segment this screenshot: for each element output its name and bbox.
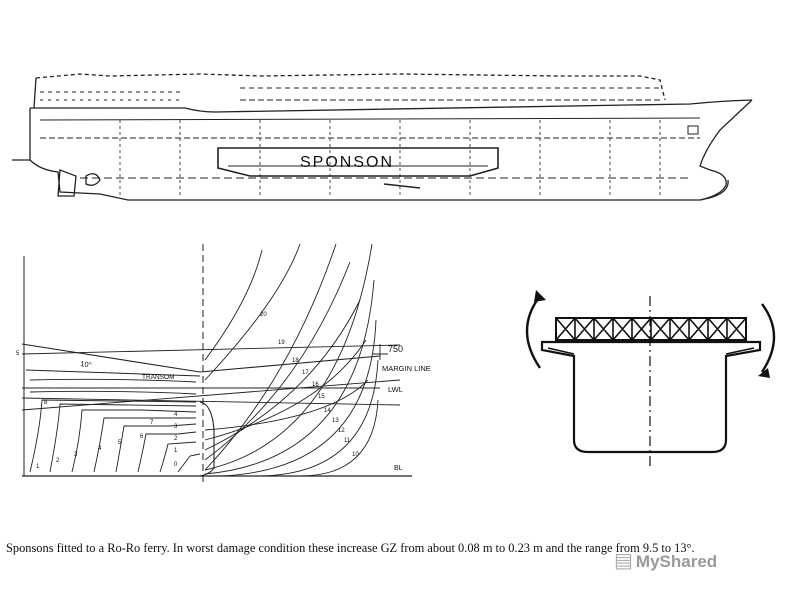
section-number: 11	[344, 438, 351, 444]
figure-caption: Sponsons fitted to a Ro-Ro ferry. In wor…	[6, 541, 695, 555]
station-label: 4	[98, 446, 102, 452]
station-label: 1	[36, 464, 40, 470]
left-section-numbers: 5 4 3 2 1 0	[16, 351, 178, 468]
angle-label: 10°	[80, 359, 92, 369]
sponson-left	[547, 347, 575, 355]
aft-bilge	[199, 401, 215, 477]
left-station-labels: 1 2 3 4 5 6 7 8	[36, 400, 154, 470]
body-plan	[21, 243, 412, 482]
main-deck-line	[30, 99, 753, 113]
hull-outline	[29, 99, 753, 201]
heel-line-2	[21, 397, 401, 406]
section-number: 14	[324, 408, 331, 414]
station-label: 5	[118, 440, 122, 446]
dimension-arrow	[372, 344, 388, 360]
roll-arrow-right	[761, 303, 776, 373]
roll-arrow-left-head	[534, 290, 546, 302]
lwl-label: LWL	[388, 385, 403, 394]
deck-with-sponsons	[540, 340, 762, 454]
section-number: 10	[352, 452, 359, 458]
roll-arrow-right-head	[758, 368, 770, 378]
section-number: 17	[302, 370, 309, 376]
section-number: 2	[174, 436, 178, 442]
station-label: 6	[140, 434, 144, 440]
bow-door	[687, 125, 699, 135]
ship-profile	[12, 73, 753, 201]
section-number: 19	[278, 340, 285, 346]
presentation-board-icon: ▤	[614, 550, 633, 572]
station-label: 2	[56, 458, 60, 464]
station-label: 8	[44, 400, 48, 406]
section-number: 15	[318, 394, 325, 400]
section-number: 12	[338, 428, 345, 434]
bulkheads	[119, 120, 661, 198]
section-number: 20	[260, 312, 267, 318]
section-number: 3	[174, 424, 178, 430]
transom-line	[25, 369, 201, 377]
sponson-taper	[383, 183, 421, 189]
superstructure-lower	[33, 77, 37, 109]
internal-deck-1	[39, 117, 701, 121]
section-number: 18	[292, 358, 299, 364]
dimension-label: 750	[388, 344, 403, 354]
margin-line	[21, 343, 381, 373]
propeller	[85, 173, 101, 186]
bl-label: BL	[394, 465, 403, 472]
section-number: 16	[312, 382, 319, 388]
superstructure-outline	[35, 73, 666, 101]
watermark-text: MyShared	[635, 552, 718, 571]
section-number: 1	[174, 448, 178, 454]
bulbous-bow	[699, 179, 729, 201]
sponson-box	[217, 147, 499, 177]
transom-label: TRANSOM	[142, 374, 175, 381]
right-section-numbers: 20 19 18 17 16 15 14 13 12 11 10	[260, 312, 359, 458]
sponson-right	[725, 347, 755, 355]
section-number: 0	[174, 462, 178, 468]
section-number: 5	[16, 351, 20, 357]
station-label: 3	[74, 452, 78, 458]
sponson-label: SPONSON	[300, 154, 394, 171]
section-number: 4	[174, 412, 178, 418]
heel-line-1	[21, 344, 401, 355]
rudder	[57, 169, 77, 197]
watermark: ▤MyShared	[614, 548, 717, 573]
section-number: 13	[332, 418, 339, 424]
aft-sections	[29, 378, 201, 473]
sponson-section-view	[525, 290, 776, 470]
heel-line-3	[21, 379, 401, 411]
station-label: 7	[150, 420, 154, 426]
window-row-upper	[40, 87, 660, 101]
roll-arrow-left	[525, 295, 541, 369]
margin-line-label: MARGIN LINE	[382, 364, 431, 373]
truss-cross-bracing	[555, 317, 747, 341]
fore-sections	[204, 243, 379, 477]
